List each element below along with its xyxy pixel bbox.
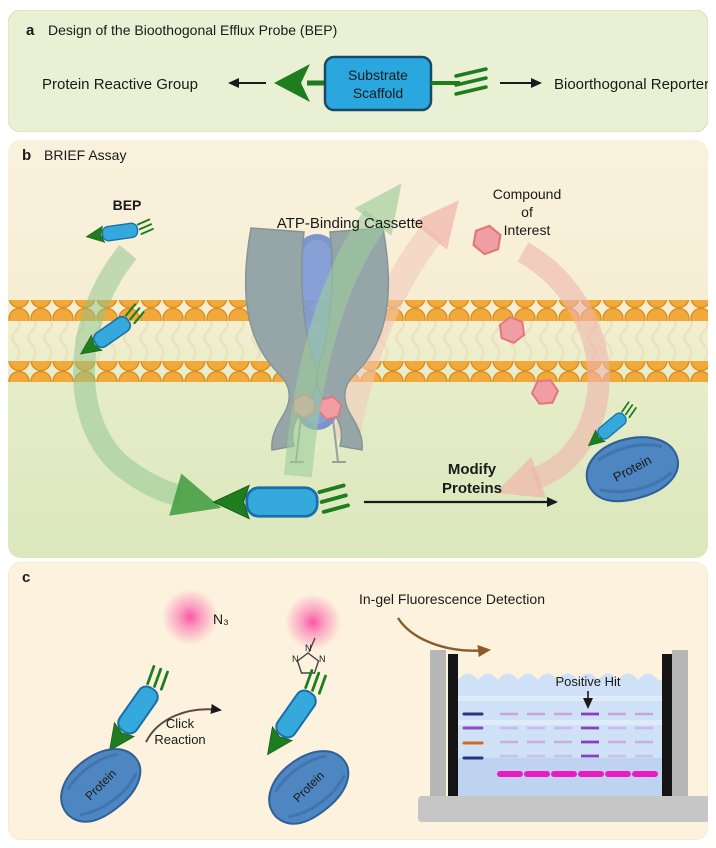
- modify-label-line2: Proteins: [442, 480, 502, 497]
- bep-probe-schematic: Substrate Scaffold: [274, 55, 488, 112]
- panel-b-title: BRIEF Assay: [44, 147, 126, 163]
- gel-wall-right: [672, 650, 688, 796]
- protein-reactive-group-label: Protein Reactive Group: [42, 76, 198, 93]
- compound-label-line1: Compound: [493, 186, 562, 202]
- triazole-pentagon: [296, 652, 320, 674]
- panel-a: a Design of the Bioothogonal Efflux Prob…: [8, 10, 708, 132]
- uptake-arrow-green: [73, 245, 222, 516]
- gel-wall-left: [430, 650, 446, 796]
- azide-label: N₃: [213, 611, 229, 627]
- compound-label-line2: of: [521, 204, 533, 220]
- panel-c: c N₃ Protein Click Reaction N N N Protei…: [8, 562, 708, 840]
- click-reaction-arrow: [145, 703, 222, 743]
- bioorthogonal-reporter-label: Bioorthogonal Reporter: [554, 76, 708, 93]
- substrate-scaffold-line2: Scaffold: [353, 85, 403, 101]
- transporter-label: ATP-Binding Cassette: [277, 215, 423, 232]
- alkyne-reporter-icon: [454, 67, 488, 96]
- ingel-label: In-gel Fluorescence Detection: [359, 591, 545, 607]
- bep-label: BEP: [113, 197, 142, 213]
- substrate-scaffold-line1: Substrate: [348, 67, 408, 83]
- sample-bands-faint: [500, 712, 653, 758]
- substrate-scaffold-box: [323, 55, 433, 112]
- triazole-n2: N: [305, 643, 312, 653]
- positive-hit-lane-bands: [581, 712, 599, 758]
- panel-a-letter: a: [26, 22, 35, 39]
- click-label-line1: Click: [166, 716, 195, 731]
- gel-tray: [418, 796, 708, 822]
- electrode-left: [448, 654, 458, 796]
- buffer-stripe-2: [458, 720, 662, 725]
- fluorophore-glow-1: [162, 589, 218, 645]
- ingel-arrow: [396, 617, 491, 657]
- panel-a-title: Design of the Bioothogonal Efflux Probe …: [48, 22, 337, 38]
- panel-b: Modify Proteins Protein b BRIEF Assay BE…: [8, 140, 708, 558]
- triazole-bond: [308, 637, 316, 653]
- gel-apparatus: Positive Hit: [418, 650, 708, 822]
- fluorophore-glow-2: [285, 594, 341, 650]
- efflux-arrow-green: [284, 183, 402, 478]
- compound-label-line3: Interest: [504, 222, 551, 238]
- triazole-n1: N: [292, 654, 299, 664]
- buffer-stripe-1: [458, 696, 662, 701]
- modify-label-line1: Modify: [448, 461, 497, 478]
- positive-hit-label: Positive Hit: [555, 674, 620, 689]
- click-label-line2: Reaction: [154, 732, 205, 747]
- labeled-protein: Protein: [578, 400, 686, 510]
- triazole-ring: N N N: [292, 637, 326, 674]
- transporter-stalk-right: [332, 418, 339, 463]
- ladder-bands: [462, 712, 484, 760]
- panel-b-letter: b: [22, 147, 31, 164]
- reactive-group-icon: [274, 64, 310, 102]
- triazole-n3: N: [319, 654, 326, 664]
- uptake-arrow-pink: [495, 242, 610, 499]
- panel-c-letter: c: [22, 569, 30, 586]
- electrode-right: [662, 654, 672, 796]
